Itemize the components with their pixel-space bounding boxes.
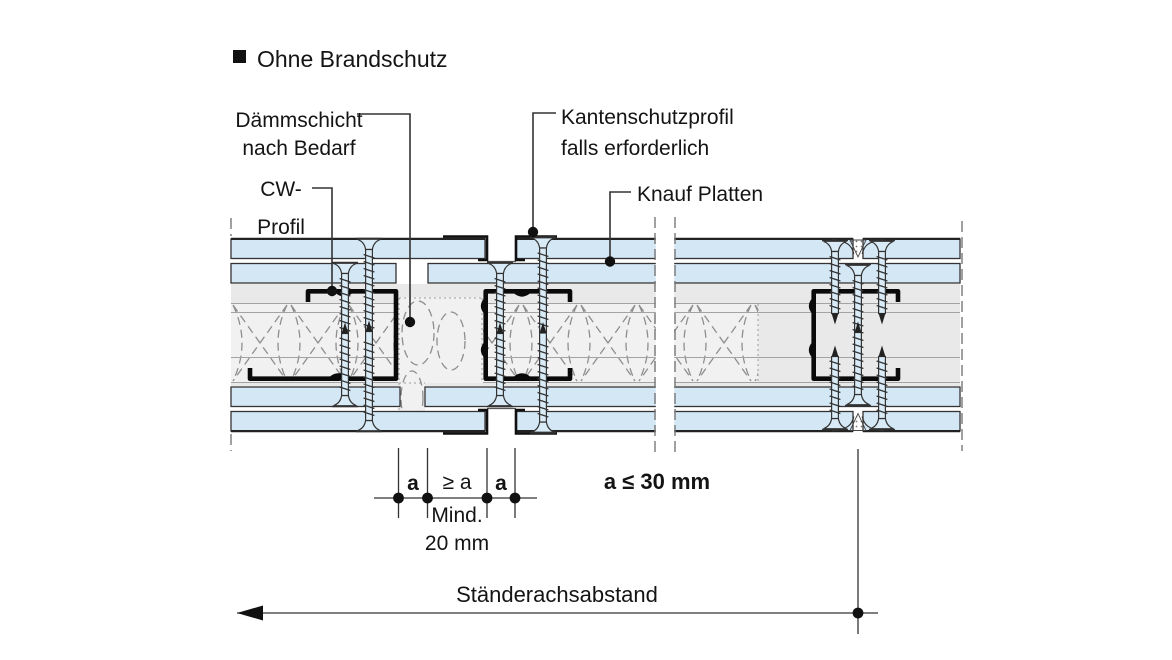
dim-joint-max: a ≤ 30 mm: [604, 469, 710, 494]
leader-lines: [312, 112, 631, 328]
label-cw-line1: CW-: [260, 178, 302, 201]
dim-a-left: a: [407, 472, 419, 495]
diagram-title: Ohne Brandschutz: [257, 46, 448, 72]
leader-kantenschutz: [532, 112, 556, 232]
joint-insulation-strip: [397, 297, 483, 429]
dim-a-right: a: [495, 472, 507, 495]
cw-profile-stud: [808, 289, 901, 381]
label-daemmschicht-line1: Dämmschicht: [235, 109, 362, 132]
leader-daemmschicht: [357, 113, 411, 322]
dim-min-line2: 20 mm: [425, 532, 489, 555]
leader-cw-profil: [312, 187, 333, 291]
dim-a-middle: ≥ a: [442, 471, 471, 494]
board-row3-left: [230, 386, 401, 408]
cw-profile-right-joint: [480, 289, 573, 381]
board-row2-left: [230, 262, 397, 284]
board-row3-right: [424, 386, 961, 408]
joint-spackle-bottom: [831, 412, 885, 432]
label-cw-line2: Profil: [257, 216, 305, 239]
label-daemmschicht-line2: nach Bedarf: [242, 137, 355, 160]
arrow-left-icon: [237, 605, 263, 621]
bullet-square-icon: [233, 50, 246, 63]
board-row2-right: [427, 262, 961, 284]
stud-spacing-dimension: [237, 449, 878, 634]
board-row1-left: [230, 238, 486, 260]
dim-min-line1: Mind.: [431, 504, 482, 527]
board-row4-mid: [515, 410, 854, 432]
dimension-chain: [374, 448, 537, 518]
edge-cap-bottom-left: [443, 408, 489, 435]
insulation-hatch: [231, 304, 758, 382]
board-row1-mid: [515, 238, 854, 260]
dim-stud-spacing: Ständerachsabstand: [456, 582, 658, 607]
section-break-gap: [655, 212, 675, 460]
label-knauf-platten: Knauf Platten: [637, 183, 763, 206]
wall-section: [230, 212, 963, 460]
leader-knauf-platten: [609, 191, 631, 261]
label-kantenschutz-line1: Kantenschutzprofil: [561, 106, 734, 129]
edge-cap-top-left: [443, 235, 489, 262]
plasterboard-layers: [230, 237, 961, 433]
board-row4-left: [230, 410, 486, 432]
label-kantenschutz-line2: falls erforderlich: [561, 137, 709, 160]
